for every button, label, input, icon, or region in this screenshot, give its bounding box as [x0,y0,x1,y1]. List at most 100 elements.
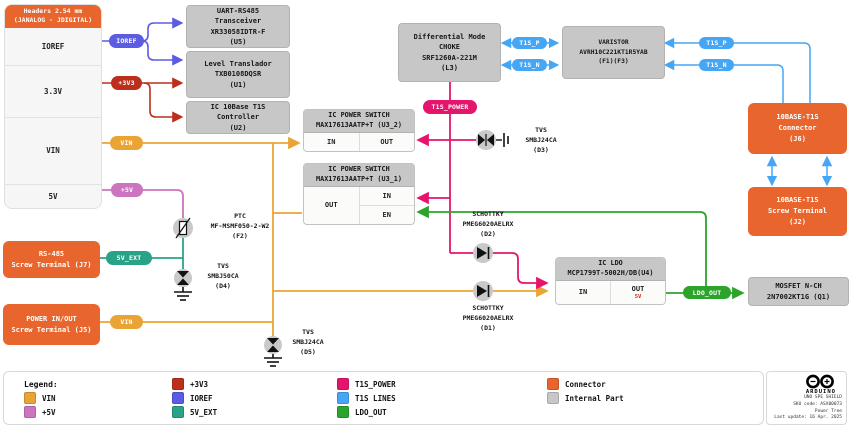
ground-symbol-d4 [174,287,192,301]
block-j6-connector: 10BASE-T1S Connector (J6) [748,103,847,154]
label-d5-tvs: TVS SMBJ24CA (D5) [292,328,324,356]
legend-label: Internal Part [565,393,624,403]
label-d1-schottky: SCHOTTKY PMEG6020AELRX (D1) [462,304,514,332]
net-pill-vin-j5: VIN [110,315,143,329]
block-u4-ldo: IC LDO MCP1799T-5002H/DB(U4) IN OUT 5V [555,257,666,305]
schottky-diode-d1-icon [473,281,493,301]
legend-swatch [547,392,559,404]
block-u3-2-power-switch: IC POWER SWITCH MAX17613AATP+T (U3_2) IN… [303,109,415,152]
legend-label: LDO_OUT [355,407,387,417]
u3-1-en-pin: EN [359,205,414,224]
legend-swatch [337,378,349,390]
wire-5v [100,189,184,218]
header-pin-ioref: IOREF [5,28,101,66]
footer-line: UNO SPE SHIELD [804,395,842,400]
header-pin-vin: VIN [5,118,101,185]
legend-item: LDO_OUT [337,406,547,418]
net-pill-5v-ext: 5V_EXT [106,251,152,265]
u3-1-title: IC POWER SWITCH MAX17613AATP+T (U3_1) [304,164,414,187]
block-q1-mosfet: MOSFET N-CH 2N7002KT1G (Q1) [748,277,849,306]
block-j5-screw-terminal: POWER IN/OUT Screw Terminal (J5) [3,304,100,345]
footer-line: SKU code: ASX00073 [793,401,842,407]
legend-item: Internal Part [547,392,763,404]
u4-in-pin: IN [556,280,611,304]
legend-label: T1S_POWER [355,379,396,389]
brand-name: ARDUINO [805,389,836,395]
legend-label: VIN [42,393,56,403]
block-u1-level-translator: Level Translador TXB0108DQSR (U1) [186,51,290,98]
legend-label: IOREF [190,393,213,403]
tvs-diode-d5-icon [264,336,282,354]
legend-item: T1S_POWER [337,378,547,390]
legend-swatch [24,392,36,404]
footer-line: Power Tree [814,408,842,414]
u4-title: IC LDO MCP1799T-5002H/DB(U4) [556,258,665,281]
legend-item: T1S LINES [337,392,547,404]
header-pin-5v: 5V [48,191,58,201]
brand-box: ARDUINO UNO SPE SHIELD SKU code: ASX0007… [766,371,847,425]
schottky-diode-d2-icon [473,243,493,263]
label-f2-ptc: PTC MF-MSMF050-2-W2 (F2) [210,212,270,240]
legend-label: +3V3 [190,379,209,389]
u3-1-in-pin: IN [359,186,414,206]
net-pill-vin-header: VIN [110,136,143,150]
net-pill-t1s-p-mid: T1S_P [512,37,547,49]
net-pill-3v3: +3V3 [111,76,142,90]
tvs-diode-d4-icon [174,269,192,287]
legend-swatch [172,406,184,418]
legend-swatch [172,378,184,390]
net-pill-ldo-out: LDO_OUT [683,286,731,299]
legend-title: Legend: [24,379,58,389]
legend-swatch [547,378,559,390]
legend-label: Connector [565,379,606,389]
footer-line: Last update: 16 Apr. 2025 [774,415,842,421]
net-pill-t1s-p-right: T1S_P [699,37,734,49]
block-f1f3-varistor: VARISTOR AVRH10C221KT1R5YAB (F1)(F3) [562,26,665,79]
wire-3v3 [100,77,184,123]
u3-1-out-pin: OUT [304,186,360,224]
u3-2-in-pin: IN [304,132,360,151]
label-d2-schottky: SCHOTTKY PMEG6020AELRX (D2) [462,210,514,238]
u4-out-pin: OUT 5V [611,280,665,304]
legend-swatch [337,406,349,418]
block-j7-screw-terminal: RS-485 Screw Terminal (J7) [3,241,100,278]
headers-title: Headers 2.54 mm (JANALOG - JDIGITAL) [5,5,101,28]
legend-item: VIN [24,392,172,404]
ground-symbol-d5 [264,354,282,367]
u3-2-out-pin: OUT [359,132,414,151]
net-pill-ioref: IOREF [109,34,144,48]
label-d3-tvs: TVS SMBJ24CA (D3) [525,126,557,154]
u4-out-voltage: 5V [634,293,642,300]
label-d4-tvs: TVS SMBJ50CA (D4) [207,262,239,290]
legend-swatch [24,406,36,418]
net-pill-t1s-power: T1S_POWER [423,100,477,114]
u3-2-title: IC POWER SWITCH MAX17613AATP+T (U3_2) [304,110,414,133]
legend-label: +5V [42,407,56,417]
net-pill-t1s-n-mid: T1S_N [512,59,547,71]
wire-t1s-power [416,80,549,290]
block-l3-choke: Differential Mode CHOKE SRF1260A-221M (L… [398,23,501,82]
legend-item: +3V3 [172,378,337,390]
legend-item: +5V [24,406,172,418]
block-u3-1-power-switch: IC POWER SWITCH MAX17613AATP+T (U3_1) OU… [303,163,415,225]
header-pin-3v3: 3.3V [5,66,101,118]
legend-swatch [337,392,349,404]
arduino-logo-icon [806,374,834,389]
net-pill-t1s-n-right: T1S_N [699,59,734,71]
tvs-diode-d3-icon [476,130,509,150]
legend-item: Connector [547,378,763,390]
arduino-headers-box: Headers 2.54 mm (JANALOG - JDIGITAL) IOR… [4,4,102,209]
net-pill-5v: +5V [111,183,143,197]
u4-out-label: OUT [631,284,645,293]
ptc-fuse-icon [173,217,193,239]
block-j2-screw-terminal: 10BASE-T1S Screw Terminal (J2) [748,187,847,236]
block-u2-t1s-controller: IC 10Base T1S Controller (U2) [186,101,290,134]
legend-label: T1S LINES [355,393,396,403]
legend-item: 5V_EXT [172,406,337,418]
block-u5-uart-rs485: UART-RS485 Transceiver XR33058IDTR-F (U5… [186,5,290,48]
legend-item: IOREF [172,392,337,404]
legend-label: 5V_EXT [190,407,218,417]
